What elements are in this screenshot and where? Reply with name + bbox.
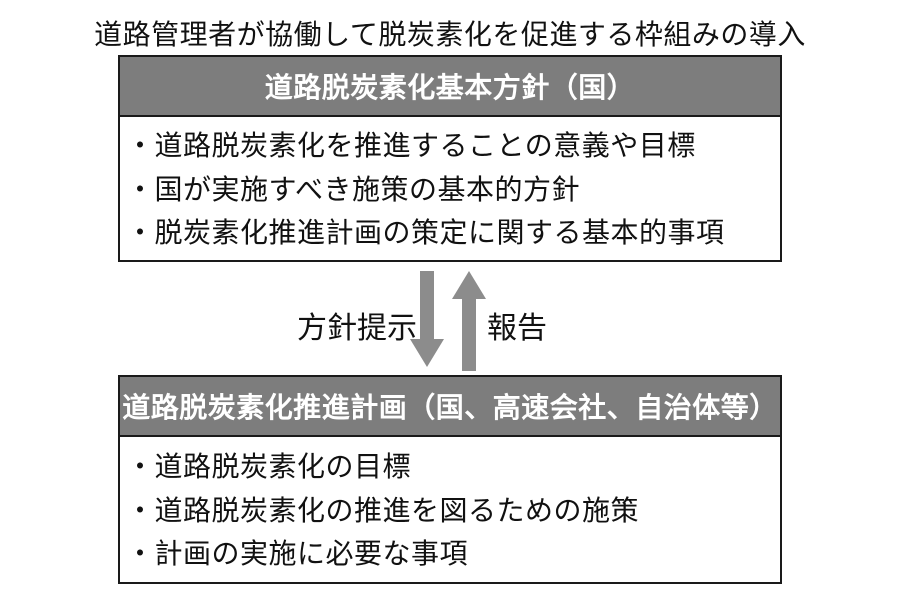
promotion-plan-header: 道路脱炭素化推進計画（国、高速会社、自治体等）: [120, 377, 780, 437]
arrow-down-shaft: [420, 271, 434, 339]
report-label: 報告: [487, 312, 547, 345]
arrow-down-head: [410, 339, 444, 367]
promotion-plan-body: ・道路脱炭素化の目標 ・道路脱炭素化の推進を図るための施策 ・計画の実施に必要な…: [120, 437, 780, 582]
basic-policy-box: 道路脱炭素化基本方針（国） ・道路脱炭素化を推進することの意義や目標 ・国が実施…: [118, 55, 782, 262]
arrow-down-icon: [410, 271, 444, 367]
arrow-up-head: [452, 271, 486, 299]
promotion-plan-item-3: ・計画の実施に必要な事項: [126, 538, 469, 570]
basic-policy-item-2: ・国が実施すべき施策の基本的方針: [126, 173, 581, 205]
diagram-title: 道路管理者が協働して脱炭素化を促進する枠組みの導入: [94, 19, 806, 50]
basic-policy-header: 道路脱炭素化基本方針（国）: [120, 57, 780, 117]
promotion-plan-box: 道路脱炭素化推進計画（国、高速会社、自治体等） ・道路脱炭素化の目標 ・道路脱炭…: [118, 375, 782, 584]
basic-policy-item-3: ・脱炭素化推進計画の策定に関する基本的事項: [126, 216, 725, 248]
promotion-plan-item-1: ・道路脱炭素化の目標: [126, 450, 412, 482]
arrow-up-shaft: [462, 299, 476, 371]
basic-policy-item-1: ・道路脱炭素化を推進することの意義や目標: [126, 130, 696, 162]
promotion-plan-item-2: ・道路脱炭素化の推進を図るための施策: [126, 494, 640, 526]
basic-policy-body: ・道路脱炭素化を推進することの意義や目標 ・国が実施すべき施策の基本的方針 ・脱…: [120, 117, 780, 260]
policy-presentation-label: 方針提示: [297, 312, 417, 345]
arrow-up-icon: [452, 271, 486, 371]
